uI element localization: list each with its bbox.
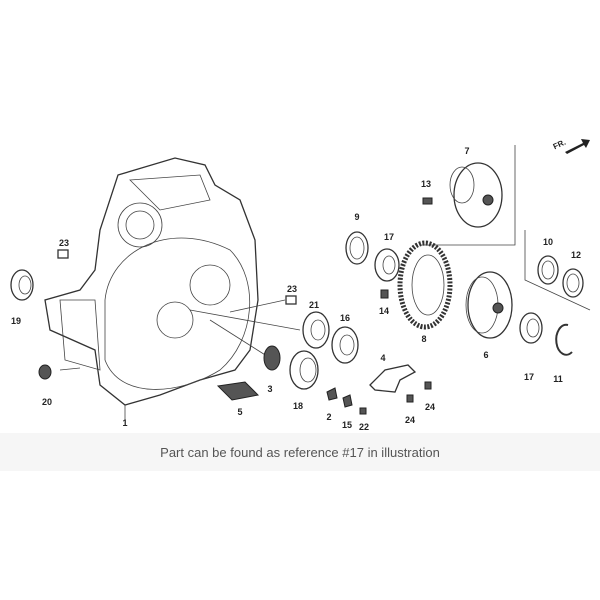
callout-2: 2 <box>326 412 332 422</box>
callout-4: 4 <box>380 353 386 363</box>
callout-9: 9 <box>354 212 360 222</box>
caption-bar: Part can be found as reference #17 in il… <box>0 433 600 471</box>
callout-18: 18 <box>292 401 304 411</box>
callout-17-bottom: 17 <box>523 372 535 382</box>
callout-7: 7 <box>464 146 470 156</box>
callout-21: 21 <box>308 300 320 310</box>
callout-24-left: 24 <box>404 415 416 425</box>
callout-23-left: 23 <box>58 238 70 248</box>
callout-8: 8 <box>421 334 427 344</box>
callout-17-top: 17 <box>383 232 395 242</box>
callout-19: 19 <box>10 316 22 326</box>
callout-16: 16 <box>339 313 351 323</box>
callout-3: 3 <box>267 384 273 394</box>
callout-20: 20 <box>41 397 53 407</box>
callout-15: 15 <box>341 420 353 430</box>
callout-14: 14 <box>378 306 390 316</box>
parts-illustration <box>10 139 591 420</box>
callout-12: 12 <box>570 250 582 260</box>
callout-24-right: 24 <box>424 402 436 412</box>
parts-diagram: FR. 1 2 3 4 5 6 7 8 9 10 11 12 13 14 15 … <box>10 138 591 432</box>
callout-13: 13 <box>420 179 432 189</box>
callout-5: 5 <box>237 407 243 417</box>
callout-11: 11 <box>553 374 563 384</box>
callout-10: 10 <box>542 237 554 247</box>
callout-6: 6 <box>483 350 489 360</box>
callout-22: 22 <box>358 422 370 432</box>
callout-1: 1 <box>122 418 128 428</box>
caption-text: Part can be found as reference #17 in il… <box>160 444 440 460</box>
housing-part-1 <box>44 157 259 406</box>
callout-23-right: 23 <box>286 284 298 294</box>
